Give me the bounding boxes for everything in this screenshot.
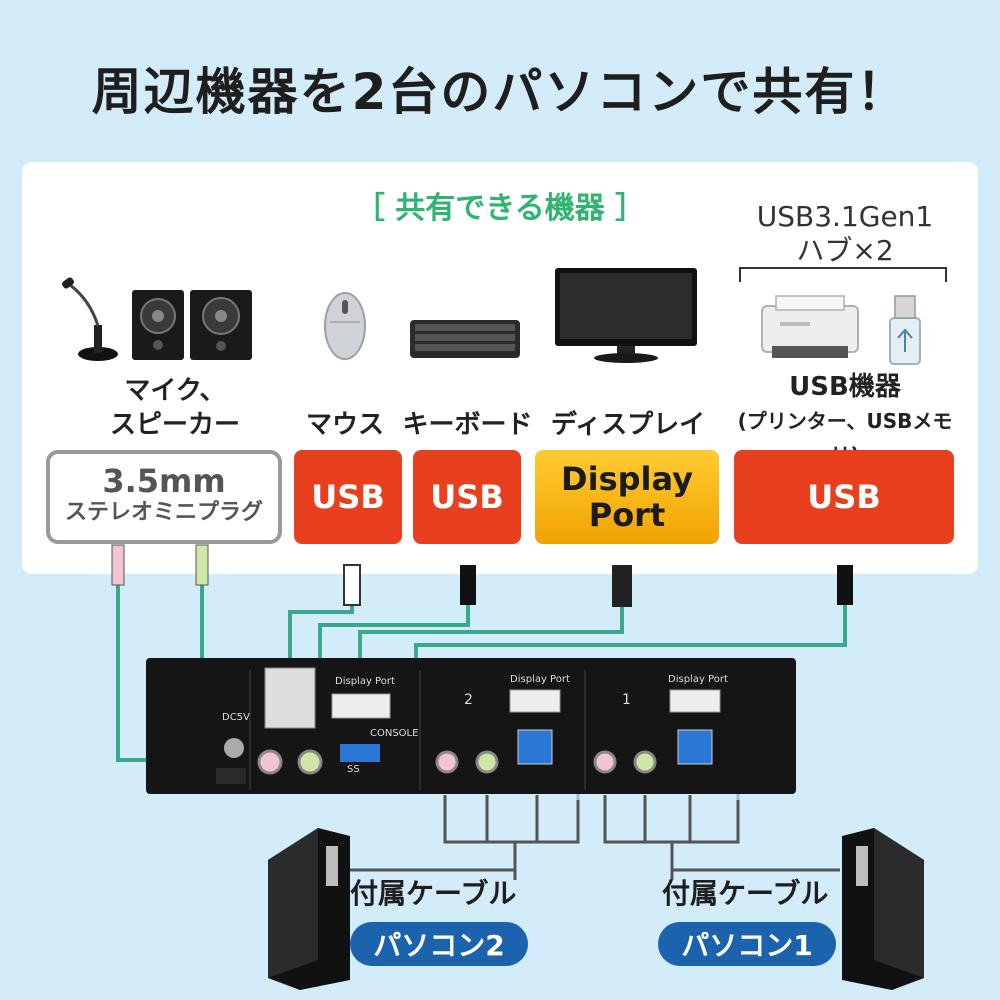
mouse-usb-badge: USB: [294, 450, 402, 544]
dc-jack: [224, 738, 244, 758]
usb-memory-icon: [889, 295, 921, 365]
page-title: 周辺機器を2台のパソコンで共有！: [91, 63, 909, 121]
usb-device-badge: USB: [734, 450, 954, 544]
mic-speaker-label: マイク、 スピーカー: [60, 374, 290, 442]
audio-badge-line2: ステレオミニプラグ: [64, 500, 263, 525]
power-switch: [216, 768, 246, 784]
plug-connectors: [111, 544, 853, 607]
dc-label: DC5V: [222, 712, 250, 723]
cable-label-left: 付属ケーブル: [350, 877, 517, 910]
hub-bracket: [739, 267, 947, 282]
pc2-pill: パソコン2: [350, 922, 528, 966]
console-usb-ports: [264, 667, 316, 729]
keyboard-label: キーボード: [402, 410, 533, 440]
port-2-label: 2: [464, 692, 473, 708]
kvm-switch: [146, 658, 796, 794]
displayport-badge-line1: Display: [561, 460, 693, 498]
console-dp-label: Display Port: [335, 676, 395, 687]
microphone-icon: [61, 277, 118, 361]
audio-badge: 3.5mm ステレオミニプラグ: [46, 450, 282, 544]
displayport-badge-line2: Port: [588, 496, 666, 534]
pc1-pill: パソコン1: [658, 922, 836, 966]
monitor-icon: [555, 268, 697, 363]
displayport-badge: Display Port: [535, 450, 719, 544]
usb-device-label-main: USB機器: [789, 372, 901, 402]
keyboard-usb-badge: USB: [413, 450, 521, 544]
usb-ss-label: SS: [347, 764, 360, 775]
mouse-label: マウス: [305, 410, 384, 440]
mic-speaker-label-line1: マイク、: [124, 376, 226, 406]
pc-2-icon: [268, 828, 350, 990]
pc2-dp-port: [509, 689, 561, 713]
mouse-icon: [324, 292, 366, 360]
console-usb3-port: [340, 744, 380, 762]
pc1-dp-port: [669, 689, 721, 713]
pc-1-icon: [842, 828, 924, 990]
pc2-usb-b-port: [517, 729, 553, 765]
hub-label-line2: ハブ×2: [796, 234, 894, 267]
console-label: CONSOLE: [370, 728, 419, 739]
console-dp-port: [331, 693, 391, 719]
console-mic-jack: [257, 749, 283, 775]
hub-label: USB3.1Gen1 ハブ×2: [725, 200, 965, 268]
keyboard-icon: [410, 320, 520, 358]
pc1-mic-jack: [593, 750, 617, 774]
pc1-usb-b-port: [677, 729, 713, 765]
pc2-speaker-jack: [475, 750, 499, 774]
speaker-left-icon: [132, 290, 184, 360]
speaker-right-icon: [190, 290, 252, 360]
pc2-mic-jack: [435, 750, 459, 774]
cable-label-right: 付属ケーブル: [662, 877, 829, 910]
pc2-dp-label: Display Port: [510, 674, 570, 685]
port-1-label: 1: [622, 692, 631, 708]
pc-cables: [348, 795, 840, 880]
mic-speaker-label-line2: スピーカー: [109, 410, 240, 440]
pc1-dp-label: Display Port: [668, 674, 728, 685]
hub-label-line1: USB3.1Gen1: [756, 200, 934, 233]
audio-badge-line1: 3.5mm: [102, 462, 226, 500]
shared-devices-heading: ［ 共有できる機器 ］: [354, 191, 646, 226]
display-label: ディスプレイ: [550, 410, 706, 440]
console-speaker-jack: [297, 749, 323, 775]
printer-icon: [761, 295, 859, 358]
pc1-speaker-jack: [633, 750, 657, 774]
